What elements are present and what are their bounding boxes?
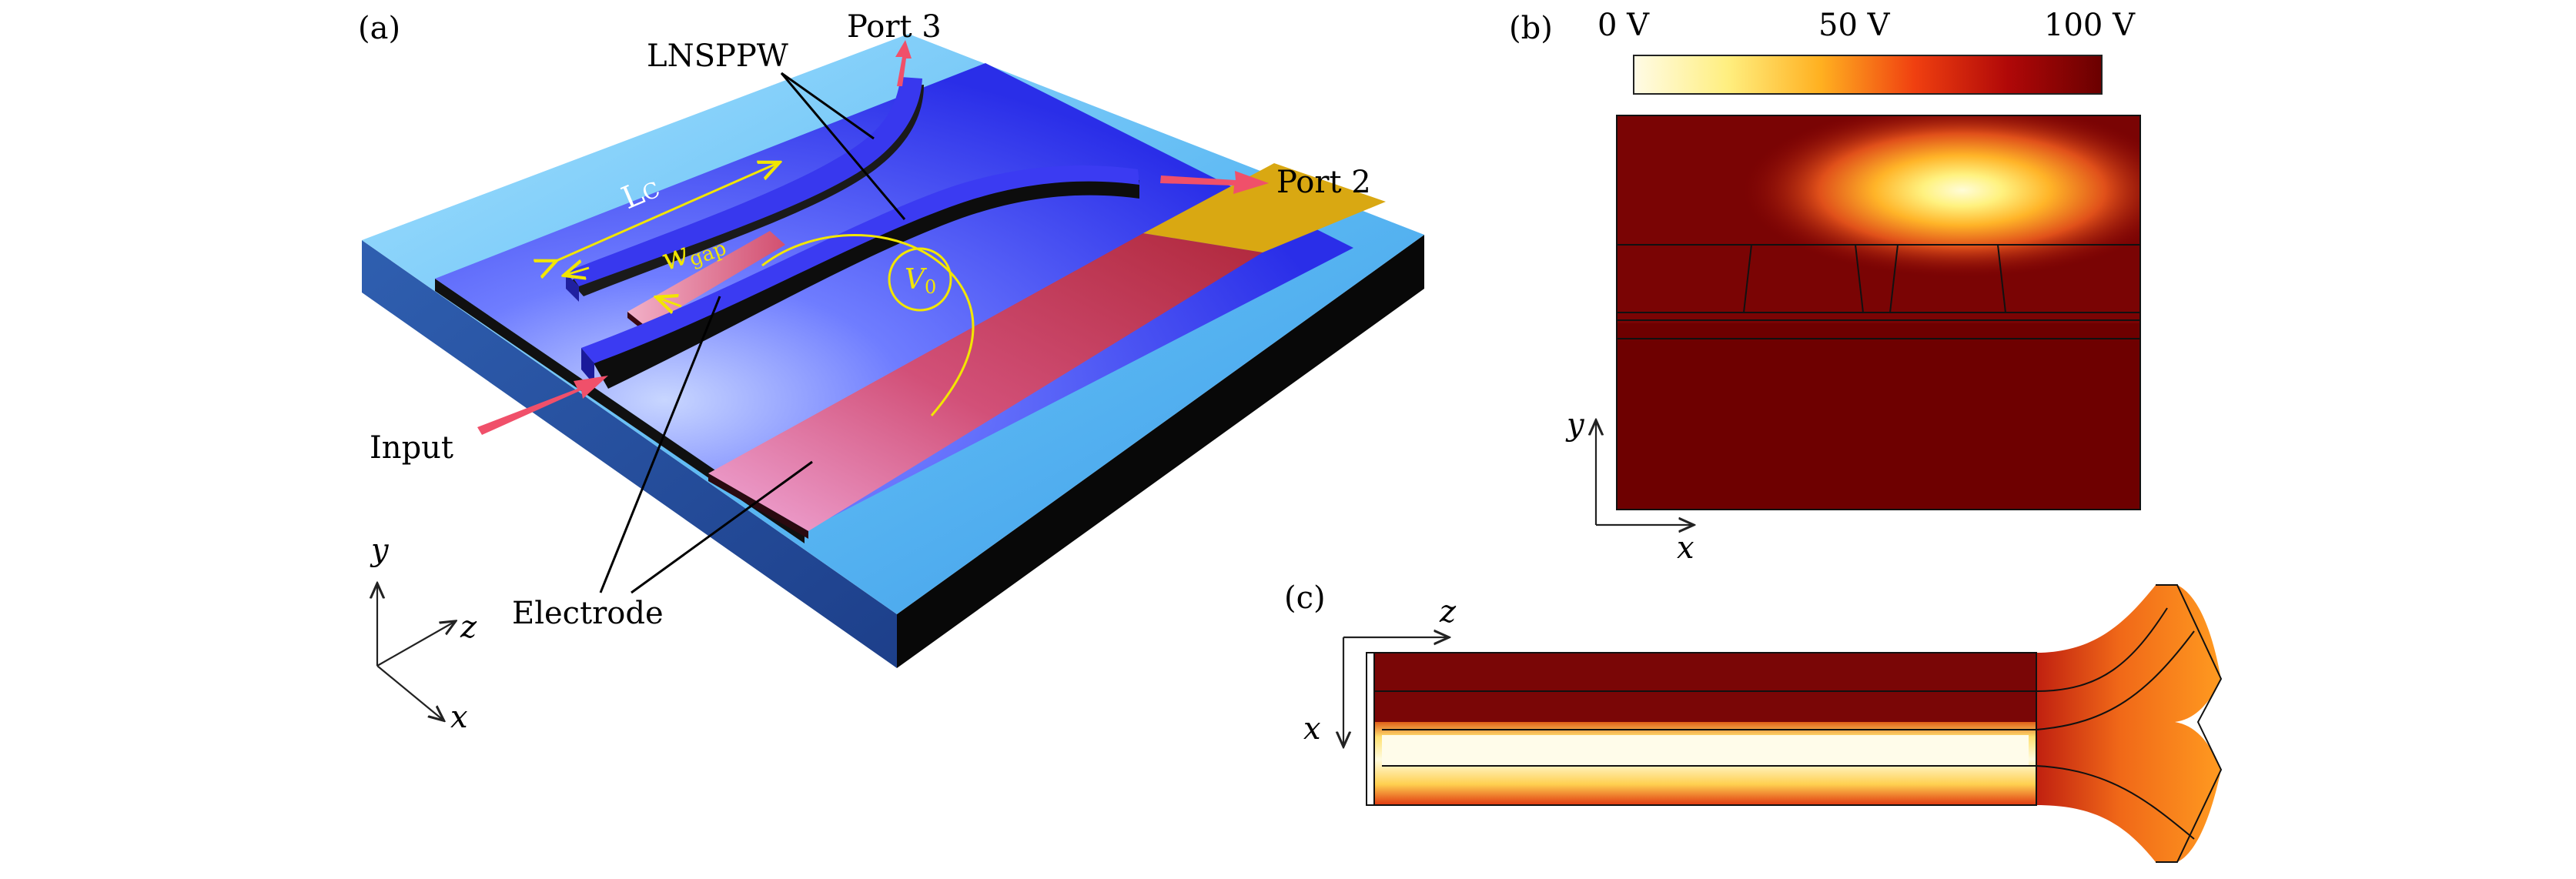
branch-curve-3	[2036, 765, 2195, 840]
lc-dimension-line	[554, 163, 778, 262]
axes-c	[1343, 637, 1447, 745]
panel-c-label: (c)	[1284, 580, 1326, 616]
v0-circle	[888, 247, 952, 312]
core-highlight	[1382, 735, 2029, 766]
ridge-left	[1617, 244, 1752, 313]
electrode-large	[708, 233, 1263, 531]
annotations	[554, 163, 975, 416]
electrode-large-edge	[708, 473, 808, 539]
branch-outline-top	[2156, 584, 2223, 863]
waveguide-lower-top	[581, 165, 1139, 364]
colorbar-tick-50: 50 V	[1818, 8, 1891, 43]
panel-a: (a)	[358, 9, 1424, 735]
ridge-right	[1997, 244, 2140, 313]
gold-pad	[1143, 163, 1386, 252]
port3-arrow	[895, 40, 912, 86]
upper-guide-field	[1374, 653, 2036, 722]
wgap-arrow-2	[658, 298, 682, 306]
lnsppw-label: LNSPPW	[647, 38, 788, 74]
waveguide-lower-tip	[581, 348, 594, 385]
wgap-arrow-1	[566, 268, 590, 275]
waveguide-lower-face	[593, 176, 1139, 389]
electrode-label: Electrode	[512, 596, 664, 631]
field-map-top-view	[1366, 584, 2223, 863]
leader-electrode-1	[599, 296, 721, 593]
input-label: Input	[370, 430, 453, 466]
panel-b-label: (b)	[1509, 11, 1553, 46]
axes-b	[1596, 422, 1692, 525]
axis-c-z-label: z	[1439, 594, 1457, 630]
colorbar-ticks: 0 V 50 V 100 V	[1597, 8, 2136, 43]
axis-x-label: x	[450, 700, 468, 735]
axis-z-label: z	[460, 610, 477, 645]
substrate-right-face	[897, 235, 1424, 668]
leader-electrode-2	[631, 460, 813, 594]
input-arrow	[477, 376, 608, 435]
axes-a	[377, 585, 454, 720]
substrate-left-face	[362, 240, 897, 668]
field-hotspot	[1617, 115, 2140, 323]
port2-label: Port 2	[1276, 165, 1371, 200]
field-frame	[1616, 115, 2141, 510]
port2-arrow	[1160, 171, 1269, 194]
leader-lnsppw-1	[781, 72, 875, 140]
v0-label: V0	[905, 264, 936, 298]
field-lower	[1617, 323, 2140, 510]
axis-c-x-label: x	[1303, 711, 1321, 747]
branch-curve-2	[2036, 630, 2195, 730]
upper-branch	[2036, 585, 2221, 722]
colorbar	[1633, 55, 2103, 95]
axis-y-label: y	[370, 533, 390, 568]
axis-b-y-label: y	[1565, 407, 1585, 443]
leader-lines	[599, 72, 906, 594]
ridge-center	[1855, 244, 1899, 313]
branch-curve-1	[2036, 607, 2168, 692]
axis-z-line	[376, 622, 454, 667]
panel-c: (c) z x	[1284, 580, 2223, 863]
leader-lnsppw-2	[780, 72, 906, 220]
axis-b-x-label: x	[1677, 530, 1694, 566]
panel-b: (b) 0 V 50 V 100 V y	[1509, 8, 2141, 566]
field-map-cross-section	[1616, 115, 2141, 510]
top-view-lines	[1366, 584, 2223, 863]
panel-a-label: (a)	[358, 11, 400, 46]
colorbar-tick-0: 0 V	[1597, 8, 1650, 43]
waveguide-upper-tip	[566, 273, 579, 302]
structure-lines	[1617, 244, 2140, 339]
signal-arrows	[477, 40, 1269, 435]
port3-label: Port 3	[847, 9, 942, 45]
colorbar-tick-100: 100 V	[2044, 8, 2136, 43]
axis-x-line	[376, 665, 443, 720]
